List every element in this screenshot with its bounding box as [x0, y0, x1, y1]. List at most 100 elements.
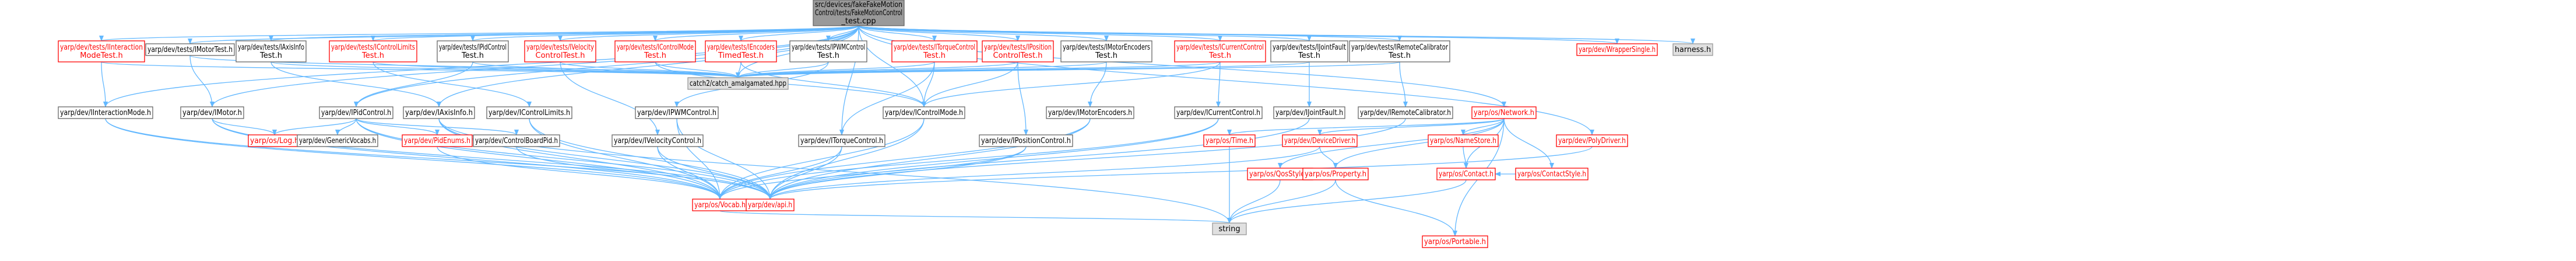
- edge-t_iremote-to-iremote: [1399, 61, 1408, 107]
- node-imotor[interactable]: yarp/dev/IMotor.h: [180, 106, 244, 119]
- node-qosstyle[interactable]: yarp/os/QosStyle.h: [1247, 168, 1313, 180]
- node-box: [1428, 134, 1499, 147]
- node-label: yarp/dev/tests/IVelocity: [526, 43, 594, 52]
- node-contactstyle[interactable]: yarp/os/ContactStyle.h: [1515, 168, 1589, 180]
- node-box: [329, 40, 417, 62]
- node-label: ControlTest.h: [993, 51, 1043, 60]
- node-portable[interactable]: yarp/os/Portable.h: [1422, 235, 1488, 248]
- node-wrapper[interactable]: yarp/dev/WrapperSingle.h: [1576, 43, 1658, 56]
- node-label: yarp/os/Time.h: [1206, 137, 1253, 145]
- node-ipwm[interactable]: yarp/dev/IPWMControl.h: [635, 106, 719, 119]
- node-log[interactable]: yarp/os/Log.h: [248, 134, 301, 147]
- node-label: yarp/dev/tests/ICurrentControl: [1176, 43, 1264, 52]
- node-label: yarp/dev/IPidControl.h: [321, 109, 391, 117]
- node-box: [1046, 106, 1134, 119]
- node-generic[interactable]: yarp/dev/GenericVocabs.h: [297, 134, 378, 147]
- node-box: [236, 40, 307, 62]
- node-property[interactable]: yarp/os/Property.h: [1302, 168, 1369, 180]
- edge-icurrent-to-api: [768, 118, 1219, 200]
- node-label: yarp/dev/tests/IPWMControl: [792, 43, 865, 52]
- edge-root-to-t_iencoders: [739, 25, 859, 41]
- node-itorque[interactable]: yarp/dev/ITorqueControl.h: [798, 134, 885, 147]
- node-t_imotor[interactable]: yarp/dev/tests/IMotorTest.h: [145, 43, 235, 56]
- node-box: [1203, 134, 1256, 147]
- node-root: src/devices/fakeFakeMotionControl/tests/…: [813, 0, 905, 26]
- node-iremote[interactable]: yarp/dev/IRemoteCalibrator.h: [1358, 106, 1453, 119]
- node-label: harness.h: [1675, 46, 1711, 54]
- node-network[interactable]: yarp/os/Network.h: [1471, 106, 1537, 119]
- node-label: ModeTest.h: [80, 51, 122, 60]
- node-box: [145, 43, 235, 56]
- node-devicedriver[interactable]: yarp/dev/DeviceDriver.h: [1282, 134, 1358, 147]
- edge-imotorenc-to-api: [768, 118, 1091, 200]
- edge-property-to-string: [1227, 179, 1336, 224]
- edge-iremote-to-api: [768, 118, 1406, 200]
- edge-namestore-to-contact: [1463, 146, 1468, 169]
- node-namestore[interactable]: yarp/os/NameStore.h: [1428, 134, 1499, 147]
- node-ivelocity[interactable]: yarp/dev/IVelocityControl.h: [612, 134, 704, 147]
- node-box: [982, 40, 1054, 62]
- edge-ipidcontrol-to-log: [272, 118, 357, 135]
- node-imotorenc[interactable]: yarp/dev/IMotorEncoders.h: [1046, 106, 1134, 119]
- node-label: yarp/os/ContactStyle.h: [1517, 170, 1586, 179]
- edge-t_imotorenc-to-catch2: [736, 61, 1107, 78]
- node-label: yarp/dev/tests/IInteraction: [60, 43, 143, 52]
- node-box: [1556, 134, 1628, 147]
- edge-network-to-property: [1333, 118, 1505, 169]
- nodes-layer: src/devices/fakeFakeMotionControl/tests/…: [58, 0, 1713, 248]
- node-box: [612, 134, 704, 147]
- edge-root-to-t_ipidcontrol: [470, 25, 859, 41]
- edge-root-to-t_imotorenc: [858, 25, 1109, 41]
- node-iaxisinfo[interactable]: yarp/dev/IAxisInfo.h: [403, 106, 475, 119]
- node-time[interactable]: yarp/os/Time.h: [1203, 134, 1256, 147]
- node-box: [1282, 134, 1358, 147]
- edge-ivelocity-to-api: [657, 146, 772, 200]
- node-string: string: [1212, 222, 1247, 235]
- node-vocab[interactable]: yarp/os/Vocab.h: [692, 199, 748, 211]
- node-box: [1515, 168, 1589, 180]
- node-iposition[interactable]: yarp/dev/IPositionControl.h: [979, 134, 1073, 147]
- node-label: string: [1218, 225, 1240, 234]
- node-icontrollimits[interactable]: yarp/dev/IControlLimits.h: [486, 106, 572, 119]
- node-ijointfault[interactable]: yarp/dev/IJointFault.h: [1273, 106, 1345, 119]
- edge-network-to-namestore: [1461, 118, 1505, 135]
- node-api[interactable]: yarp/dev/api.h: [746, 199, 795, 211]
- node-icontrolmode[interactable]: yarp/dev/IControlMode.h: [883, 106, 965, 119]
- node-pidenums[interactable]: yarp/dev/PidEnums.h: [402, 134, 473, 147]
- node-label: yarp/dev/IVelocityControl.h: [614, 137, 701, 145]
- node-label: _test.cpp: [841, 17, 876, 26]
- edge-ipwm-to-api: [676, 118, 772, 200]
- node-label: yarp/dev/IControlLimits.h: [489, 109, 570, 117]
- node-icurrent[interactable]: yarp/dev/ICurrentControl.h: [1174, 106, 1263, 119]
- node-cbpid[interactable]: yarp/dev/ControlBoardPid.h: [473, 134, 560, 147]
- node-label: yarp/dev/IAxisInfo.h: [405, 109, 473, 117]
- node-label: yarp/dev/tests/IJointFault: [1273, 43, 1346, 52]
- node-polydriver[interactable]: yarp/dev/PolyDriver.h: [1556, 134, 1628, 147]
- node-box: [1212, 222, 1247, 235]
- node-box: [1436, 168, 1496, 180]
- node-label: yarp/os/Network.h: [1474, 109, 1534, 117]
- node-label: yarp/dev/tests/IControlMode: [617, 43, 694, 52]
- edge-iposition-to-vocab: [718, 146, 1027, 200]
- node-ipidcontrol[interactable]: yarp/dev/IPidControl.h: [319, 106, 393, 119]
- node-label: yarp/os/Contact.h: [1439, 170, 1493, 179]
- node-contact[interactable]: yarp/os/Contact.h: [1436, 168, 1496, 180]
- edge-iaxisinfo-to-api: [438, 118, 772, 200]
- node-box: [1060, 40, 1152, 62]
- node-iinteraction[interactable]: yarp/dev/IInteractionMode.h: [58, 106, 153, 119]
